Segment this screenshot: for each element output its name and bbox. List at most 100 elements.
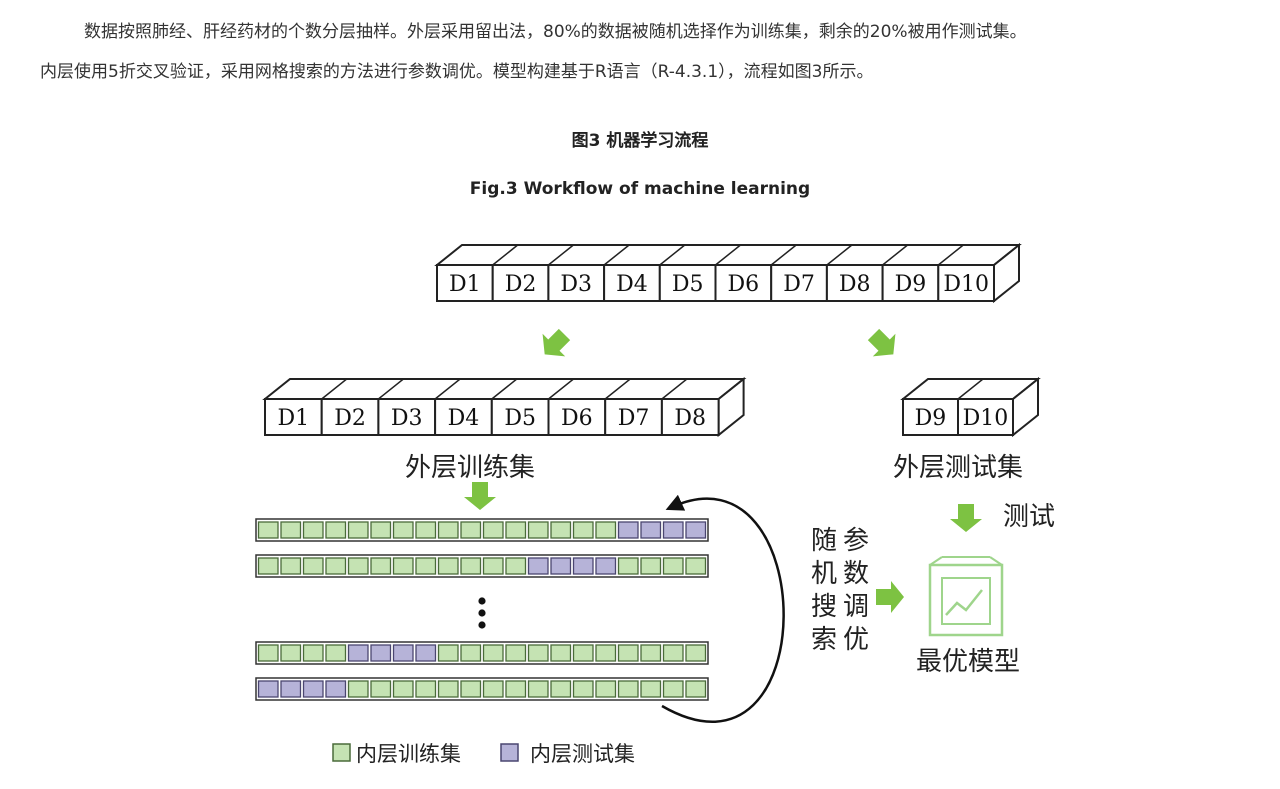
inner-cv-row-frame	[255, 641, 709, 665]
inner-train-square	[437, 680, 459, 698]
param-tuning-char: 数	[843, 559, 869, 589]
inner-test-square	[370, 644, 392, 662]
outer-train-label: 外层训练集	[405, 453, 535, 483]
inner-cv-row	[255, 554, 709, 578]
data-block-label: D7	[783, 272, 815, 297]
data-block-label: D4	[616, 272, 648, 297]
figure-title-cn: 图3 机器学习流程	[571, 131, 709, 151]
model-chart-frame	[941, 577, 991, 625]
inner-cv-row	[255, 677, 709, 701]
model-box-edge	[989, 556, 1003, 566]
legend: 内层训练集内层测试集	[332, 742, 635, 766]
outer-test-label: 外层测试集	[893, 453, 1023, 483]
data-block-d10	[937, 264, 995, 302]
inner-train-square	[257, 521, 279, 539]
inner-test-square	[347, 644, 369, 662]
inner-train-square	[460, 557, 482, 575]
inner-train-square	[595, 680, 617, 698]
inner-test-square	[302, 680, 324, 698]
inner-test-square	[595, 557, 617, 575]
data-block-label: D10	[963, 406, 1009, 431]
data-block-d7	[604, 398, 663, 436]
outer-train-strip-top-edge	[718, 378, 745, 400]
all-data-strip-top-edge	[715, 244, 741, 266]
inner-train-square	[370, 521, 392, 539]
inner-test-square	[415, 644, 437, 662]
data-block-label: D2	[334, 406, 366, 431]
inner-train-square	[550, 521, 572, 539]
inner-train-square	[685, 680, 707, 698]
inner-test-square	[257, 680, 279, 698]
inner-train-square	[505, 557, 527, 575]
param-tuning-char: 参	[843, 526, 869, 556]
inner-train-square	[550, 644, 572, 662]
inner-train-square	[527, 521, 549, 539]
data-block-d1	[264, 398, 323, 436]
inner-cv-row-frame	[255, 677, 709, 701]
data-block-label: D1	[278, 406, 310, 431]
data-block-d7	[770, 264, 828, 302]
data-block-label: D6	[728, 272, 760, 297]
inner-train-square	[482, 557, 504, 575]
inner-train-square	[482, 680, 504, 698]
random-search-char: 随	[811, 526, 837, 556]
all-data-strip-top-edge	[937, 244, 964, 266]
intro-paragraph: 数据按照肺经、肝经药材的个数分层抽样。外层采用留出法，80%的数据被随机选择作为…	[40, 12, 1275, 92]
inner-train-square	[437, 521, 459, 539]
outer-train-strip-top-edge	[321, 378, 348, 400]
inner-cv-row-frame	[255, 518, 709, 542]
inner-test-square	[617, 521, 639, 539]
inner-train-square	[280, 521, 302, 539]
data-block-d6	[714, 264, 773, 302]
data-block-d9	[902, 398, 959, 436]
outer-train-strip-top-edge	[377, 378, 404, 400]
outer-train-strip-top-edge	[604, 378, 631, 400]
inner-train-square	[640, 644, 662, 662]
paragraph-line-2: 内层使用5折交叉验证，采用网格搜索的方法进行参数调优。模型构建基于R语言（R-4…	[40, 62, 874, 82]
inner-train-square	[617, 644, 639, 662]
data-block-d4	[434, 398, 493, 436]
data-block-d2	[491, 264, 550, 302]
inner-train-square	[302, 557, 324, 575]
data-block-label: D3	[560, 272, 592, 297]
inner-train-square	[302, 644, 324, 662]
inner-cv-row-frame	[255, 554, 709, 578]
param-tuning-char: 调	[843, 592, 869, 622]
data-block-label: D9	[915, 406, 947, 431]
data-block-d8	[660, 398, 720, 436]
best-model-chart-icon	[928, 556, 1004, 637]
inner-train-square	[257, 644, 279, 662]
inner-train-square	[527, 680, 549, 698]
inner-test-square	[685, 521, 707, 539]
inner-test-square	[325, 680, 347, 698]
inner-test-square	[572, 557, 594, 575]
data-block-d9	[881, 264, 940, 302]
all-data-strip-top-edge	[770, 244, 797, 266]
inner-train-square	[662, 557, 684, 575]
inner-train-square	[662, 680, 684, 698]
inner-train-square	[662, 644, 684, 662]
data-block-label: D5	[672, 272, 704, 297]
inner-train-square	[460, 680, 482, 698]
inner-train-square	[280, 644, 302, 662]
model-box-edge	[929, 556, 943, 566]
all-data-strip-top-edge	[659, 244, 686, 266]
inner-train-square	[325, 521, 347, 539]
data-block-label: D5	[504, 406, 536, 431]
data-block-d8	[825, 264, 884, 302]
data-block-label: D8	[674, 406, 706, 431]
data-block-label: D2	[505, 272, 537, 297]
inner-train-square	[347, 521, 369, 539]
random-search-char: 机	[811, 559, 837, 589]
inner-train-square	[617, 557, 639, 575]
inner-cv-row	[255, 518, 709, 542]
inner-train-square	[572, 521, 594, 539]
inner-train-square	[392, 521, 414, 539]
data-block-d2	[320, 398, 380, 436]
inner-train-square	[415, 680, 437, 698]
inner-train-square	[302, 521, 324, 539]
paragraph-line-1: 数据按照肺经、肝经药材的个数分层抽样。外层采用留出法，80%的数据被随机选择作为…	[84, 22, 1027, 42]
inner-train-square	[415, 521, 437, 539]
